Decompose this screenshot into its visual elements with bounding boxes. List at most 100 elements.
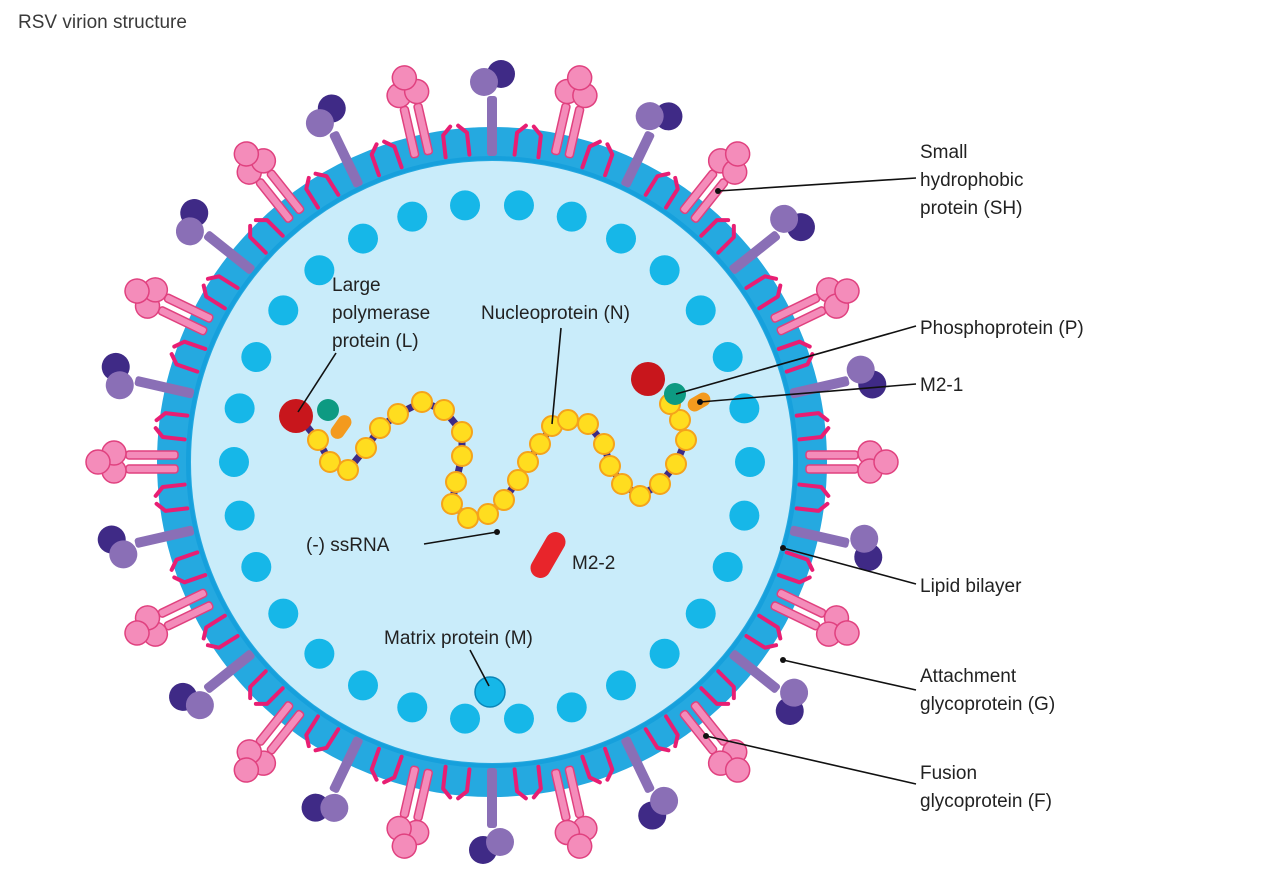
matrix-protein-m — [241, 551, 272, 582]
nucleoprotein-n — [451, 421, 473, 443]
matrix-protein-m — [304, 638, 335, 669]
leader-attachment — [782, 659, 917, 691]
nucleoprotein-n — [557, 409, 579, 431]
small-hydrophobic-protein-sh — [580, 139, 615, 178]
nucleoprotein-n — [387, 403, 409, 425]
leader-phosphoprotein — [675, 325, 917, 395]
matrix-protein-m — [606, 670, 636, 701]
label-m2-2: M2-2 — [572, 553, 615, 574]
leader-endpoint — [703, 733, 709, 739]
leader-sh — [717, 177, 917, 192]
matrix-protein-m — [304, 255, 335, 286]
small-hydrophobic-protein-sh — [369, 746, 404, 785]
small-hydrophobic-protein-sh — [776, 550, 815, 585]
matrix-protein-m — [450, 703, 481, 734]
membrane-inner-edge — [186, 156, 798, 768]
small-hydrophobic-protein-sh — [248, 669, 285, 706]
matrix-protein-m — [503, 703, 534, 734]
attachment-glycoprotein-g — [679, 701, 751, 783]
small-hydrophobic-protein-sh — [153, 482, 190, 513]
fusion-glycoprotein-f — [101, 352, 195, 400]
ribonucleoprotein-complex — [296, 391, 697, 529]
m2-1-protein-left — [330, 415, 352, 439]
leader-endpoint — [715, 188, 721, 194]
matrix-protein-m — [241, 342, 272, 373]
fusion-glycoprotein-f — [169, 650, 255, 720]
label-attachment-glycoprotein: Attachment glycoprotein (G) — [920, 666, 1055, 715]
label-ssrna: (-) ssRNA — [306, 535, 390, 556]
small-hydrophobic-protein-sh — [794, 411, 831, 442]
attachment-glycoprotein-g — [386, 765, 434, 859]
small-hydrophobic-protein-sh — [643, 714, 680, 753]
matrix-protein-m — [268, 295, 299, 326]
leader-ssrna — [423, 531, 498, 545]
matrix-protein-m — [606, 223, 636, 254]
label-lipid-bilayer: Lipid bilayer — [920, 576, 1022, 597]
small-hydrophobic-protein-sh — [512, 123, 543, 160]
leader-endpoint — [780, 545, 786, 551]
small-hydrophobic-protein-sh — [169, 550, 208, 585]
fusion-glycoprotein-f — [97, 525, 195, 569]
leader-nucleoprotein — [551, 327, 562, 425]
label-fusion-glycoprotein: Fusion glycoprotein (F) — [920, 763, 1052, 812]
matrix-protein-m — [224, 393, 255, 424]
small-hydrophobic-protein-sh — [441, 123, 472, 160]
leader-fusion — [705, 735, 917, 785]
small-hydrophobic-protein-sh — [794, 482, 831, 513]
fusion-glycoprotein-f — [729, 204, 815, 274]
nucleoprotein-n — [445, 471, 467, 493]
fusion-glycoprotein-f — [469, 768, 514, 864]
matrix-protein-m — [685, 295, 716, 326]
fusion-glycoprotein-f — [621, 102, 683, 188]
small-hydrophobic-protein-sh — [153, 411, 190, 442]
leader-lipid-bilayer — [782, 547, 917, 585]
small-hydrophobic-protein-sh — [169, 339, 208, 374]
nucleoprotein-n — [441, 493, 463, 515]
matrix-protein-m — [397, 201, 428, 232]
attachment-glycoprotein-g — [124, 588, 214, 647]
nucleoprotein-n — [669, 409, 691, 431]
small-hydrophobic-protein-sh — [201, 274, 240, 311]
label-large-polymerase-protein: Large polymerase protein (L) — [332, 275, 436, 352]
small-hydrophobic-protein-sh — [744, 274, 783, 311]
matrix-protein-m — [712, 342, 743, 373]
small-hydrophobic-protein-sh — [776, 339, 815, 374]
phosphoprotein-p-left — [317, 399, 339, 421]
matrix-protein-m — [450, 190, 481, 221]
small-hydrophobic-protein-sh — [248, 218, 285, 255]
small-hydrophobic-protein-sh — [699, 669, 736, 706]
nucleoprotein-n — [593, 433, 615, 455]
nucleoprotein-n — [369, 417, 391, 439]
nucleoprotein-n — [451, 445, 473, 467]
diagram-title: RSV virion structure — [18, 12, 187, 33]
label-leader-lines — [297, 177, 917, 785]
matrix-protein-m — [503, 190, 534, 221]
matrix-protein-m — [729, 500, 760, 531]
attachment-glycoprotein-g — [233, 141, 305, 223]
fusion-glycoprotein-f — [301, 736, 363, 822]
internal-proteins — [279, 362, 711, 578]
nucleoprotein-n — [477, 503, 499, 525]
small-hydrophobic-protein-sh — [201, 613, 240, 650]
nucleoprotein-n — [517, 451, 539, 473]
nucleoprotein-n — [649, 473, 671, 495]
label-small-hydrophobic-protein: Small hydrophobic protein (SH) — [920, 142, 1029, 219]
small-hydrophobic-protein-sh — [304, 714, 341, 753]
matrix-protein-m — [712, 551, 743, 582]
nucleoprotein-n — [629, 485, 651, 507]
leader-large-polymerase — [297, 352, 337, 413]
large-polymerase-l-left — [279, 399, 313, 433]
attachment-glycoprotein-g — [770, 277, 860, 336]
matrix-protein-m — [735, 447, 765, 477]
fusion-glycoprotein-f — [729, 650, 809, 725]
nucleoprotein-n — [675, 429, 697, 451]
matrix-protein-m — [219, 447, 249, 477]
small-hydrophobic-protein-sh — [304, 171, 341, 210]
small-hydrophobic-protein-sh — [512, 764, 543, 801]
attachment-glycoprotein-g — [805, 440, 899, 484]
fusion-glycoprotein-f — [621, 736, 679, 830]
attachment-glycoprotein-g — [233, 701, 305, 783]
attachment-glycoprotein-g — [124, 277, 214, 336]
small-hydrophobic-protein-sh — [643, 171, 680, 210]
